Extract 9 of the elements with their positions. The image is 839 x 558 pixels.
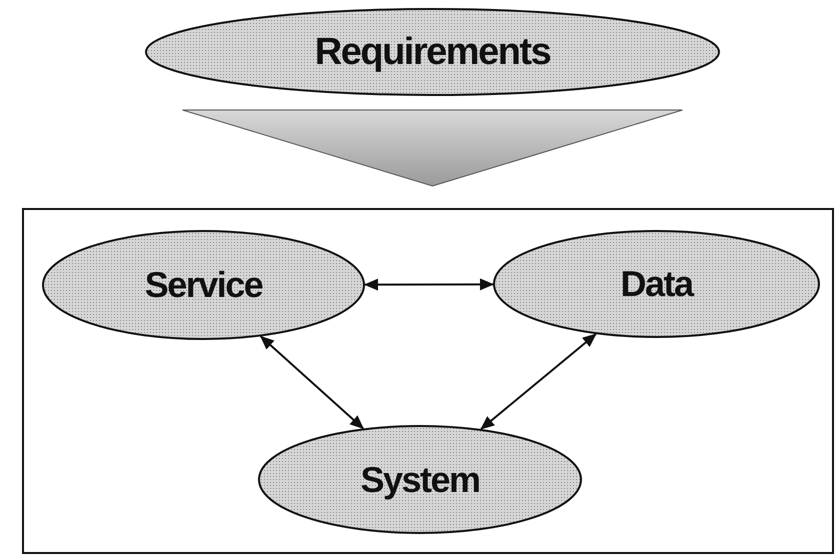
node-label: Service bbox=[144, 264, 262, 306]
double-arrow bbox=[364, 278, 494, 291]
frame-box bbox=[22, 208, 834, 554]
funnel-arrow bbox=[182, 110, 683, 187]
double-arrow bbox=[260, 336, 364, 430]
node-label: System bbox=[360, 458, 480, 500]
node-label: Data bbox=[620, 263, 693, 305]
double-arrow bbox=[480, 333, 597, 430]
node-label: Requirements bbox=[314, 30, 550, 74]
